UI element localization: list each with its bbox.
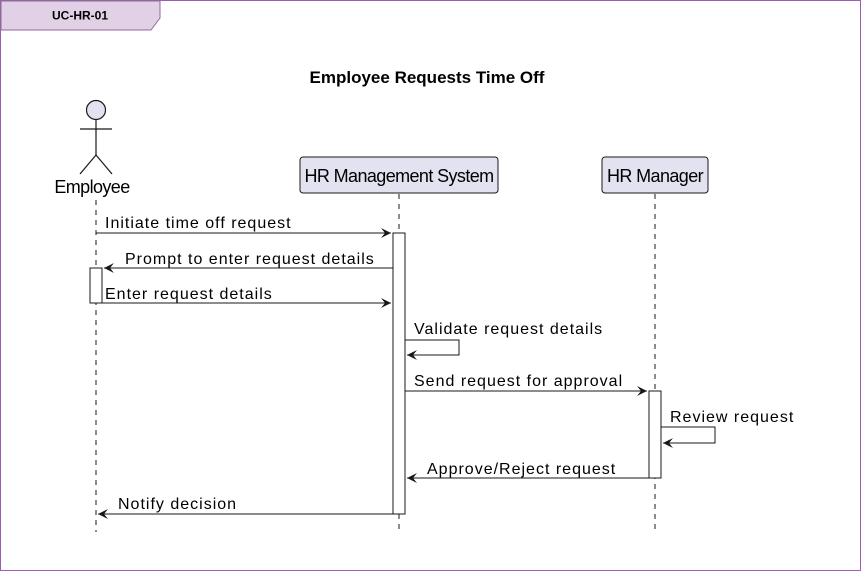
participant-hrms: HR Management System (299, 156, 499, 194)
message-approve-reject: Approve/Reject request (407, 461, 649, 483)
message-label: Send request for approval (414, 373, 623, 390)
message-enter-details: Enter request details (102, 286, 391, 308)
participant-label-manager: HR Manager (607, 166, 704, 186)
message-label: Approve/Reject request (427, 461, 616, 478)
message-label: Enter request details (105, 286, 273, 303)
message-label: Prompt to enter request details (125, 251, 375, 268)
message-initiate: Initiate time off request (96, 215, 391, 238)
message-label: Review request (670, 409, 794, 426)
message-label: Notify decision (118, 496, 237, 513)
message-notify: Notify decision (98, 496, 393, 519)
message-label: Validate request details (414, 321, 603, 338)
participant-manager: HR Manager (601, 156, 709, 194)
activation-bar-employee (89, 267, 103, 304)
actor-employee: Employee (54, 99, 131, 197)
activation-bar-hrms (392, 232, 406, 515)
frame-tab-label: UC-HR-01 (52, 9, 108, 23)
participant-label-employee: Employee (54, 177, 130, 197)
frame-tab: UC-HR-01 (0, 0, 161, 31)
message-send-approval: Send request for approval (405, 373, 647, 396)
participant-label-hrms: HR Management System (304, 166, 493, 186)
message-prompt: Prompt to enter request details (104, 251, 393, 273)
diagram-title: Employee Requests Time Off (310, 68, 545, 87)
message-review: Review request (661, 409, 794, 448)
stick-figure-icon (79, 99, 113, 175)
activation-bar-manager (648, 390, 662, 479)
message-label: Initiate time off request (105, 215, 292, 232)
message-validate: Validate request details (405, 321, 603, 360)
